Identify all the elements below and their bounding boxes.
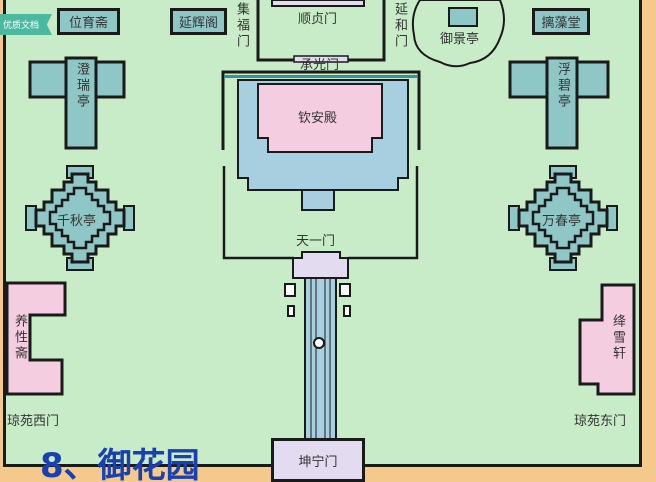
chengguangmen-label: 承光门 (300, 58, 340, 73)
tianyimen-label: 天一门 (296, 234, 336, 249)
wanchunting-label: 万春亭 (542, 214, 582, 229)
kunningmen: 坤宁门 (271, 438, 365, 482)
yangxingzhai-label: 养性斋 (12, 314, 27, 362)
shunzhenmen-gate (271, 0, 365, 7)
shunzhenmen-label: 顺贞门 (298, 12, 338, 27)
qianqiuting-label: 千秋亭 (57, 214, 97, 229)
yanhemen-label: 延和门 (392, 2, 407, 50)
pavilion-inner (48, 186, 112, 250)
map-title: 8、御花园 (40, 446, 200, 482)
jiangxuexuan-label: 绛雪轩 (610, 314, 625, 362)
tianyimen-gate (292, 251, 349, 279)
qinandian-complex (221, 70, 421, 260)
fubiting-shape (508, 56, 610, 150)
qinandian-label: 钦安殿 (298, 111, 338, 126)
fubiting-label: 浮碧亭 (555, 62, 570, 110)
wanchunting-shape (508, 165, 618, 271)
central-path (304, 277, 337, 467)
qiongyuandongmen-label: 琼苑东门 (574, 414, 627, 429)
yanhuige: 延辉阁 (170, 8, 227, 35)
yujingting-hill (411, 0, 505, 68)
yujingting-label: 御景亭 (440, 32, 480, 47)
pavilion-inner (531, 186, 595, 250)
yujingting-pavilion (448, 7, 478, 27)
yuyuzhai: 位育斋 (57, 8, 120, 35)
yangxingzhai-shape (5, 281, 67, 396)
chengguangmen-gate (293, 55, 349, 63)
chengruiting-shape (28, 56, 126, 150)
badge: 优质文档 (0, 14, 52, 35)
chizaotang: 摛藻堂 (532, 8, 590, 35)
chengruiting-label: 澄瑞亭 (74, 62, 89, 110)
qianqiuting-shape (25, 165, 135, 271)
qiongyuanximen-label: 琼苑西门 (7, 414, 60, 429)
small-stones (284, 283, 351, 317)
jifumen-label: 集福门 (234, 2, 249, 50)
jiangxuexuan-shape (578, 283, 636, 396)
